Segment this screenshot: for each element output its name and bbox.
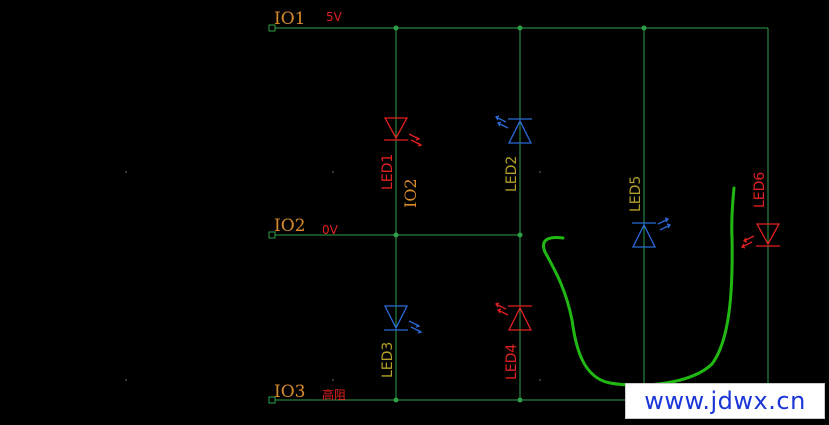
led3-label: LED3 (380, 342, 396, 378)
led6-label: LED6 (752, 172, 768, 208)
led4-symbol[interactable] (494, 302, 533, 331)
led2-label: LED2 (504, 156, 520, 192)
ports (268, 24, 276, 404)
voltage-label-io3: 高阻 (322, 387, 346, 402)
junctions (393, 25, 647, 403)
net-label-io3: IO3 (274, 382, 305, 402)
net-label-io1: IO1 (274, 9, 305, 29)
port-io1[interactable] (268, 24, 276, 32)
led3-symbol[interactable] (383, 305, 423, 334)
port-io3[interactable] (268, 396, 276, 404)
led1-net-label: IO2 (401, 178, 420, 208)
led1-label: LED1 (380, 154, 396, 190)
site-watermark: www.jdwx.cn (625, 383, 825, 419)
led4-label: LED4 (504, 344, 520, 380)
led5-symbol[interactable] (631, 217, 672, 248)
voltage-label-io1: 5V (326, 10, 343, 24)
grid-dots (125, 171, 541, 381)
led5-label: LED5 (628, 176, 644, 212)
current-path-annotation (542, 186, 736, 387)
led6-symbol[interactable] (740, 223, 781, 249)
port-io2[interactable] (268, 231, 276, 239)
led2-symbol[interactable] (494, 115, 533, 144)
net-label-io2: IO2 (274, 216, 305, 236)
led1-symbol[interactable] (383, 117, 423, 147)
wires (275, 27, 769, 401)
voltage-label-io2: 0V (322, 223, 339, 237)
